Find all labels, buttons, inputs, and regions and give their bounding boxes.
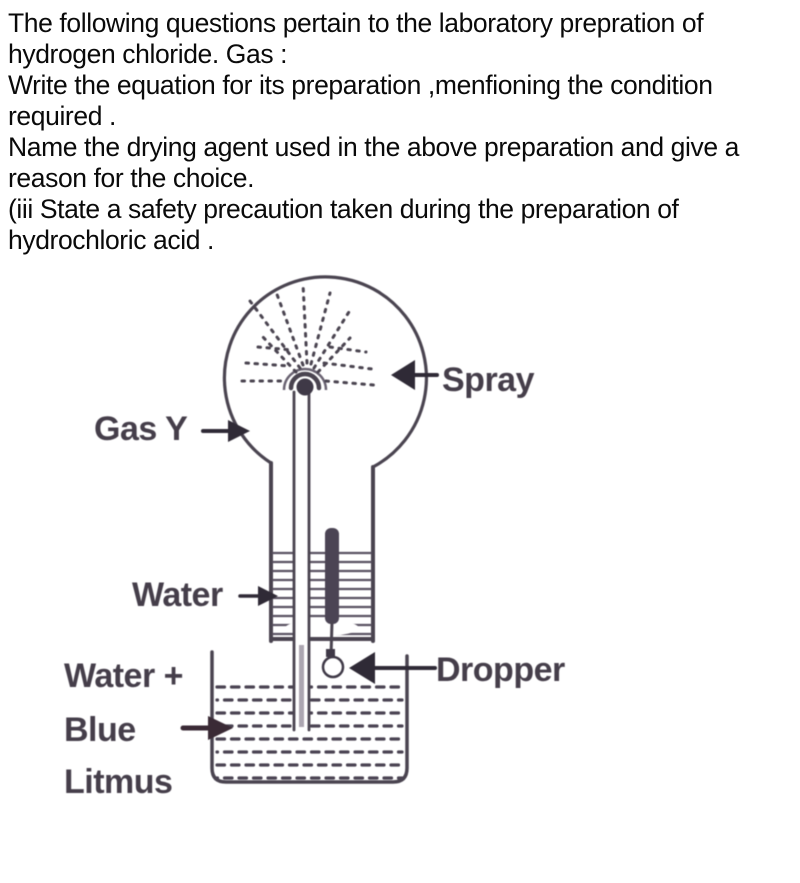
dropper-label: Dropper (436, 651, 565, 689)
question-line: (iii State a safety precaution taken dur… (8, 194, 679, 224)
spray-label: Spray (442, 361, 535, 399)
flask-neck (269, 461, 375, 643)
pattern-stroke (316, 336, 352, 374)
water-label: Water (132, 576, 223, 614)
question-line: hydrochloric acid . (8, 225, 214, 255)
pattern-stroke (312, 305, 354, 370)
dropper-bulb (321, 649, 345, 679)
question-line: Name the drying agent used in the above … (8, 132, 739, 162)
gas-y-label: Gas Y (94, 410, 188, 448)
flask-bulb-outline (222, 275, 429, 469)
pattern-stroke (328, 345, 368, 354)
trough-outline (210, 650, 409, 784)
question-line: required . (8, 101, 116, 131)
question-line: The following questions pertain to the l… (8, 8, 704, 38)
pattern-stroke (256, 345, 294, 352)
question-line: hydrogen chloride. Gas : (8, 39, 288, 69)
trough-label-line1: Water + (64, 657, 183, 695)
jet-tube (292, 390, 311, 732)
spray-dots (240, 282, 376, 387)
pattern-stroke (322, 361, 374, 371)
litmus-arrow (180, 716, 233, 740)
question-line: Write the equation for its preparation ,… (8, 70, 713, 100)
dropper-tube (325, 528, 339, 658)
dropper-arrow (349, 652, 437, 684)
water-arrow (238, 586, 278, 606)
spray-nozzle (282, 367, 328, 396)
trough-label-line2: Blue (64, 711, 136, 749)
pattern-stroke (245, 295, 302, 370)
trough-label-line3: Litmus (64, 763, 172, 801)
question-text: The following questions pertain to the l… (8, 8, 739, 256)
pattern-stroke (309, 291, 332, 366)
pattern-stroke (260, 334, 298, 374)
pattern-stroke (324, 379, 376, 387)
spray-arrow (391, 360, 439, 390)
diagram-labels: Gas Y Spray Water Water + Blue Litmus Dr… (64, 361, 566, 801)
question-line: reason for the choice. (8, 163, 255, 193)
gas-y-arrow (201, 420, 250, 442)
pattern-stroke (244, 361, 292, 368)
pattern-stroke (301, 282, 309, 365)
